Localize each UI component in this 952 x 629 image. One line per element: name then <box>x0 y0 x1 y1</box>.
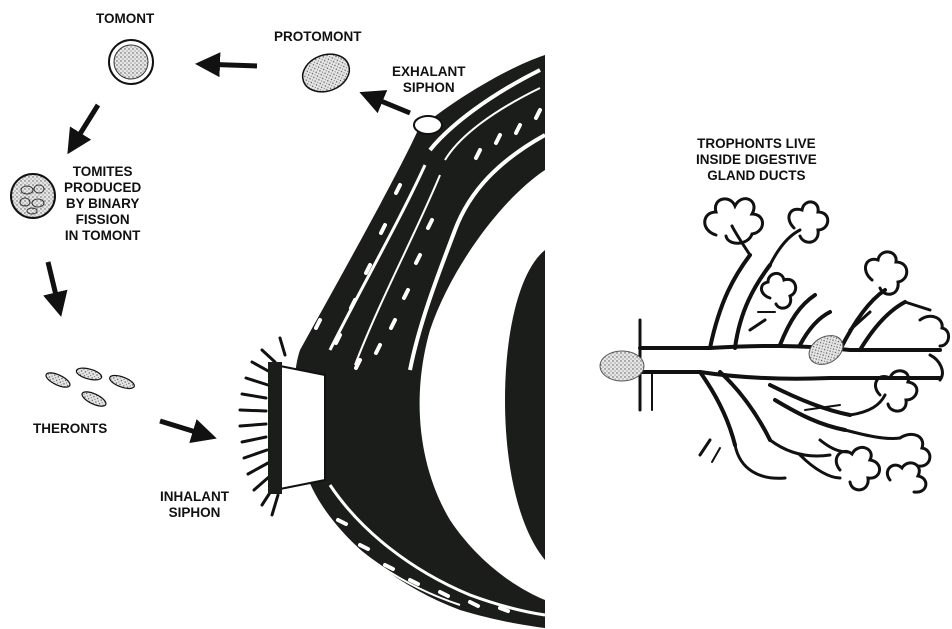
trophont-cell-left <box>600 351 644 381</box>
label-protomont: PROTOMONT <box>274 29 362 45</box>
label-trophonts: TROPHONTS LIVE INSIDE DIGESTIVE GLAND DU… <box>696 136 817 184</box>
tomont-cell <box>109 40 153 84</box>
label-tomites-line-2: PRODUCED <box>64 180 141 196</box>
digestive-gland-ducts <box>640 199 949 492</box>
label-protomont-text: PROTOMONT <box>274 29 362 44</box>
label-trophonts-line-3: GLAND DUCTS <box>696 168 817 184</box>
tomont-with-tomites-cell <box>11 174 55 218</box>
theront-cells <box>44 366 136 409</box>
label-exhalant-line-2: SIPHON <box>392 80 466 96</box>
trophont-cell-right <box>804 330 848 371</box>
label-tomont-text: TOMONT <box>96 11 154 26</box>
label-tomont: TOMONT <box>96 11 154 27</box>
arrow-protomont-to-tomont <box>200 64 257 66</box>
label-tomites-line-4: FISSION <box>64 212 141 228</box>
clam-body <box>240 55 545 628</box>
label-tomites-line-1: TOMITES <box>64 164 141 180</box>
inhalant-siphon-tube <box>275 365 325 490</box>
label-exhalant-siphon: EXHALANT SIPHON <box>392 64 466 96</box>
label-inhalant-line-1: INHALANT <box>160 489 229 505</box>
label-tomites-line-3: BY BINARY <box>64 196 141 212</box>
exhalant-siphon-opening <box>414 116 442 134</box>
arrow-siphon-to-protomont <box>364 94 410 113</box>
label-exhalant-line-1: EXHALANT <box>392 64 466 80</box>
arrow-theronts-to-inhalant <box>160 421 212 437</box>
label-inhalant-siphon: INHALANT SIPHON <box>160 489 229 521</box>
label-tomites: TOMITES PRODUCED BY BINARY FISSION IN TO… <box>64 164 141 244</box>
arrow-tomites-to-theronts <box>48 262 60 312</box>
protomont-cell <box>297 48 354 98</box>
label-trophonts-line-1: TROPHONTS LIVE <box>696 136 817 152</box>
label-theronts-text: THERONTS <box>33 421 107 436</box>
label-theronts: THERONTS <box>33 421 107 437</box>
label-tomites-line-5: IN TOMONT <box>64 228 141 244</box>
arrow-tomont-to-tomites <box>70 105 98 150</box>
label-trophonts-line-2: INSIDE DIGESTIVE <box>696 152 817 168</box>
label-inhalant-line-2: SIPHON <box>160 505 229 521</box>
